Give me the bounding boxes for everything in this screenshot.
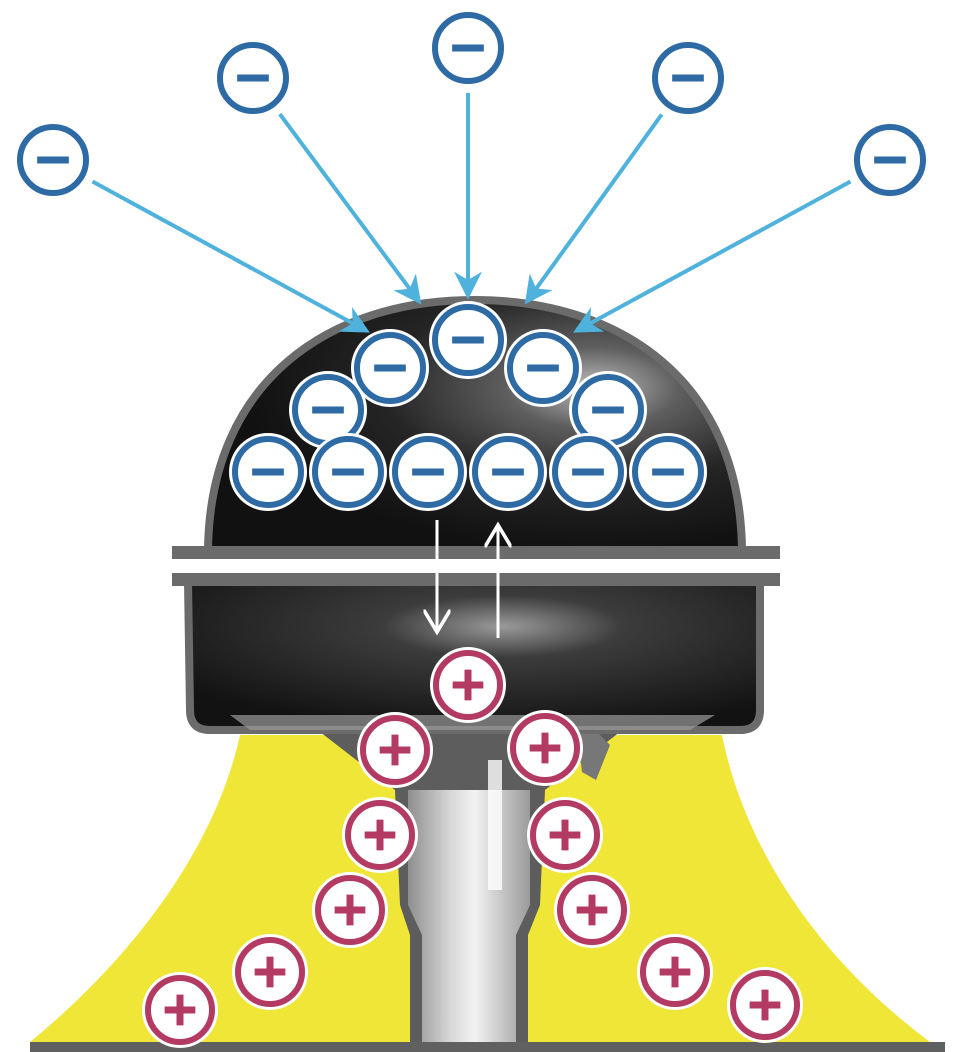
dome-rim-bottom xyxy=(172,573,780,586)
dome-negative-charge-icon xyxy=(229,433,307,511)
incoming-negative-charge-icon xyxy=(851,121,929,199)
incoming-negative-charge-icon xyxy=(649,39,727,117)
incoming-negative-charge-icon xyxy=(14,121,92,199)
induction-arrows xyxy=(437,520,498,638)
dome-negative-charge-icon xyxy=(469,433,547,511)
positive-charge-icon xyxy=(142,972,218,1048)
positive-charge-icon xyxy=(430,647,506,723)
incoming-negative-charge-icon xyxy=(429,9,507,87)
dome-negative-charge-icon xyxy=(504,329,582,407)
attraction-arrow-icon xyxy=(278,112,422,305)
ground-line xyxy=(30,1042,945,1052)
dome-negative-charge-icon xyxy=(351,329,429,407)
dome-negative-charge-icon xyxy=(389,433,467,511)
dome-rim-top xyxy=(172,546,780,559)
attraction-arrows xyxy=(91,93,852,333)
positive-charge-icon xyxy=(554,872,630,948)
dome-negative-charge-icon xyxy=(549,433,627,511)
positive-charge-icon xyxy=(507,710,583,786)
positive-charge-icon xyxy=(312,872,388,948)
dome-negative-charge-icon xyxy=(289,371,367,449)
dome-negative-charge-icon xyxy=(429,301,507,379)
positive-charge-icon xyxy=(637,934,713,1010)
positive-charge-icon xyxy=(357,712,433,788)
attraction-arrow-icon xyxy=(573,179,852,333)
positive-charge-icon xyxy=(342,797,418,873)
dome-negative-charge-icon xyxy=(629,433,707,511)
incoming-negative-charge-icon xyxy=(214,39,292,117)
metal-rod xyxy=(315,710,625,1042)
positive-charge-icon xyxy=(527,797,603,873)
positive-charge-icon xyxy=(727,967,803,1043)
charges-layer xyxy=(14,9,929,1048)
attraction-arrow-icon xyxy=(91,179,370,333)
dome-negative-charge-icon xyxy=(569,371,647,449)
positive-charge-icon xyxy=(232,934,308,1010)
attraction-arrow-icon xyxy=(524,113,664,305)
dome-negative-charge-icon xyxy=(309,433,387,511)
